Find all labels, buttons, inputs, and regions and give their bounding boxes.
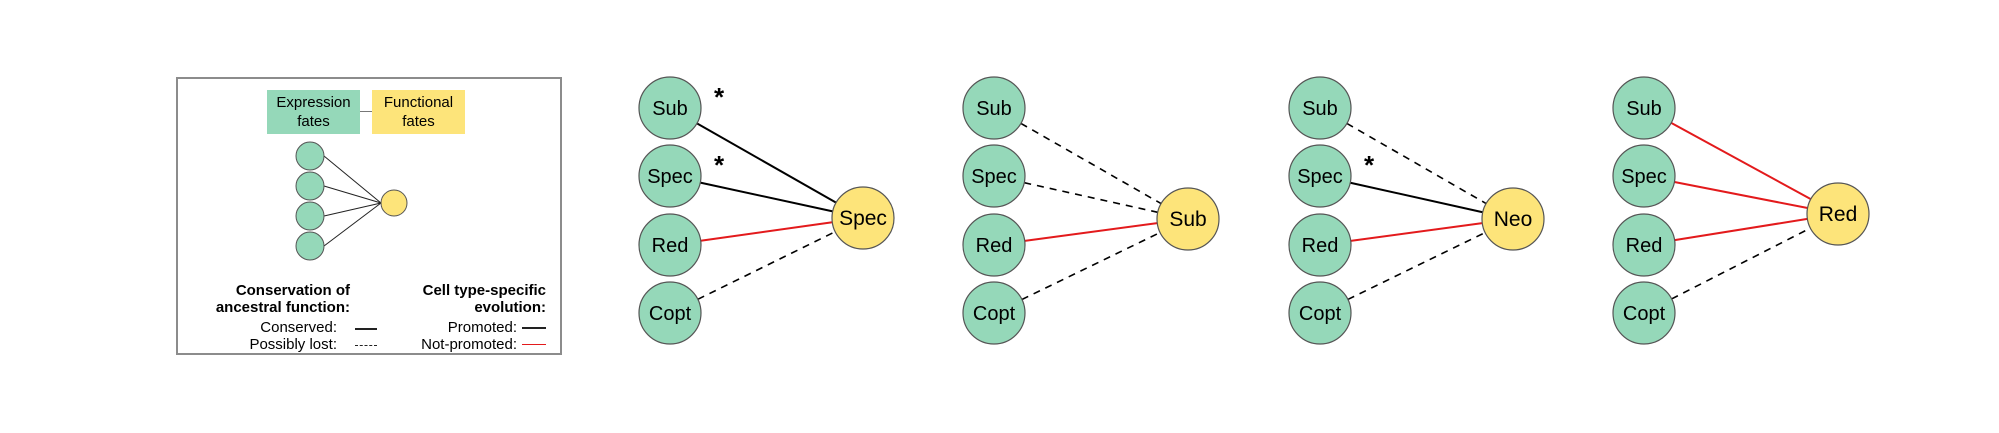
expression-node-label: Spec [971,166,1017,188]
legend-example-edge [323,202,382,247]
expression-node-red [962,213,1026,277]
cell-type-heading-line1: Cell type-specific [422,282,546,299]
expression-node-label: Copt [1299,303,1342,325]
significance-asterisk: * [1364,150,1375,180]
functional-node-label: Spec [839,207,887,230]
expression-node-spec [1612,144,1676,208]
expression-node-red [1288,213,1352,277]
functional-chip-line1: Functional [383,94,454,111]
legend-functional-node [380,189,408,217]
conservation-heading-line2: ancestral function: [215,299,350,316]
possibly-lost-label: Possibly lost: [249,336,337,353]
expression-node-sub [1612,76,1676,140]
promoted-label: Promoted: [447,319,517,336]
significance-asterisk: * [714,82,725,112]
edge-sub-to-red [1670,121,1812,201]
conserved-label: Conserved: [260,319,337,336]
legend-example-diagram [295,141,408,261]
expression-chip-line2: fates [297,113,330,130]
significance-asterisk: * [714,150,725,180]
expression-node-copt [1612,281,1676,345]
expression-node-label: Red [652,235,689,257]
chip-connector-line [360,111,372,112]
edge-red-to-red [1674,217,1808,242]
edge-copt-to-spec [697,230,836,301]
edge-copt-to-neo [1347,231,1486,301]
expression-node-label: Sub [1626,98,1662,120]
functional-node-label: Neo [1494,208,1533,231]
legend-example-edge [323,155,382,204]
expression-node-label: Spec [1297,166,1343,188]
promoted-line-sample [522,326,546,329]
not-promoted-row: Not-promoted: [421,336,546,353]
promoted-row: Promoted: [448,319,546,336]
not-promoted-line-sample [522,344,546,345]
edge-spec-to-neo [1350,181,1483,214]
edge-red-to-sub [1024,222,1158,242]
expression-node-label: Sub [652,98,688,120]
edge-red-to-neo [1350,222,1483,242]
edge-copt-to-sub [1021,231,1161,301]
expression-node-spec [638,144,702,208]
possibly-lost-line-sample [355,345,377,346]
functional-node-red [1806,182,1870,246]
expression-node-label: Sub [976,98,1012,120]
functional-node-label: Red [1819,203,1858,226]
legend-expression-node [295,171,325,201]
expression-node-copt [1288,281,1352,345]
edge-sub-to-neo [1346,122,1487,205]
expression-node-label: Red [976,235,1013,257]
expression-node-label: Spec [647,166,693,188]
edge-spec-to-sub [1024,181,1158,214]
expression-node-copt [638,281,702,345]
expression-node-copt [962,281,1026,345]
cell-type-heading: Cell type-specific evolution: [423,282,546,316]
legend-box: Expression fates Functional fates Conser… [176,77,562,355]
expression-node-sub [962,76,1026,140]
expression-node-label: Copt [1623,303,1666,325]
expression-node-label: Copt [973,303,1016,325]
expression-node-spec [962,144,1026,208]
expression-node-red [1612,213,1676,277]
functional-node-label: Sub [1169,208,1206,231]
legend-expression-node [295,141,325,171]
not-promoted-label: Not-promoted: [421,336,517,353]
expression-node-label: Red [1626,235,1663,257]
expression-node-label: Spec [1621,166,1667,188]
expression-node-label: Red [1302,235,1339,257]
edge-copt-to-red [1671,227,1811,300]
edge-sub-to-spec [696,122,837,204]
functional-node-sub [1156,187,1220,251]
expression-node-spec [1288,144,1352,208]
edge-spec-to-spec [700,181,833,213]
legend-example-edge [323,185,382,204]
legend-example-edge [323,202,382,217]
legend-expression-node [295,231,325,261]
functional-node-neo [1481,187,1545,251]
legend-expression-node [295,201,325,231]
expression-chip-line1: Expression [276,94,351,111]
expression-node-label: Sub [1302,98,1338,120]
edge-spec-to-red [1674,180,1808,210]
conserved-line-sample [355,328,377,330]
functional-chip-line2: fates [402,113,435,130]
expression-node-red [638,213,702,277]
functional-fates-chip: Functional fates [372,90,465,134]
conservation-heading-line1: Conservation of [235,282,350,299]
edge-red-to-spec [700,221,833,242]
expression-node-sub [638,76,702,140]
edge-sub-to-sub [1020,122,1162,205]
expression-node-sub [1288,76,1352,140]
conservation-heading: Conservation of ancestral function: [216,282,350,316]
functional-node-spec [831,186,895,250]
cell-type-heading-line2: evolution: [474,299,546,316]
expression-fates-chip: Expression fates [267,90,360,134]
expression-node-label: Copt [649,303,692,325]
